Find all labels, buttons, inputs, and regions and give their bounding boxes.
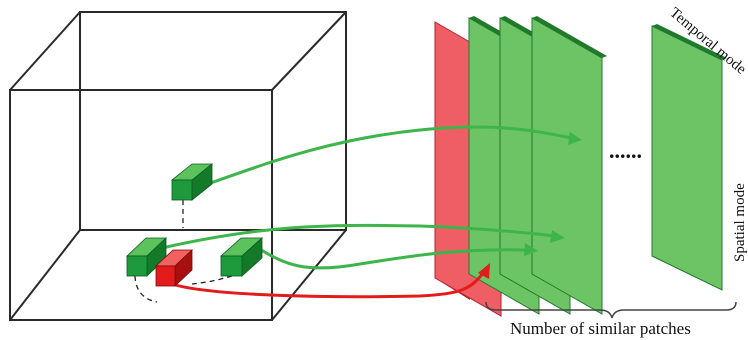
patch-front-face — [126, 255, 148, 277]
green-arrow — [195, 125, 573, 190]
green-arrowhead — [524, 243, 538, 256]
spatial-mode-label: Spatial mode — [732, 183, 748, 262]
green-arrowhead — [550, 230, 565, 243]
cube-edge — [271, 229, 347, 321]
cube-back-face — [79, 11, 347, 231]
patch-front-face — [171, 179, 193, 201]
dashed-connector — [134, 275, 158, 303]
cube-edge — [9, 229, 81, 321]
green-arrow — [257, 246, 529, 270]
caption-number-of-similar-patches: Number of similar patches — [510, 319, 691, 338]
arrowheads — [478, 132, 582, 279]
patches-brace — [485, 301, 737, 319]
dashed-connector — [191, 275, 233, 285]
slice-similar-n-edge — [652, 24, 727, 60]
cube-front-face — [9, 89, 273, 321]
patch-connectors — [134, 200, 233, 303]
slice-similar-3-edge — [532, 16, 607, 58]
patch-left-green — [125, 237, 168, 277]
patch-front-face — [220, 255, 243, 277]
slice-similar-3 — [531, 17, 603, 315]
patch-arrows — [161, 125, 573, 299]
patch-top-green — [170, 163, 214, 201]
green-arrow — [161, 223, 556, 250]
patch-reference-red — [154, 249, 194, 287]
slice-ellipsis: ...... — [609, 138, 642, 163]
patch-front-face — [155, 265, 176, 287]
slice-similar-n — [651, 25, 723, 291]
red-arrowhead — [478, 263, 490, 279]
red-arrow — [171, 271, 486, 299]
slice-stack — [434, 16, 727, 317]
cube-edge — [271, 11, 347, 91]
volume-cube — [9, 11, 347, 321]
cube-edge — [9, 11, 81, 91]
green-arrowhead — [568, 132, 582, 145]
patch-right-green — [219, 237, 264, 277]
